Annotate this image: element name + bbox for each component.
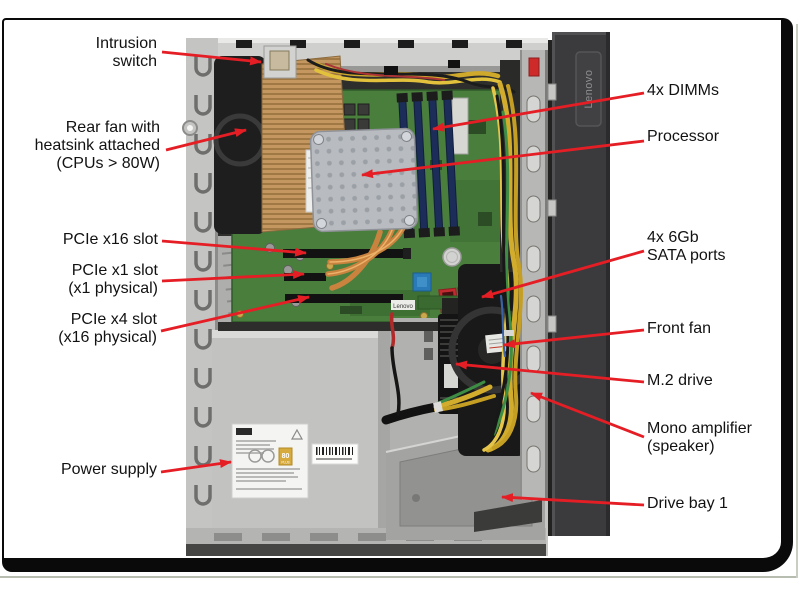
panel-clip [547,199,557,217]
callout-pcie-x1-slot: PCIe x1 slot (x1 physical) [8,262,158,298]
callout-dimms: 4x DIMMs [647,82,797,100]
power-supply-component: 80 PLUS [212,330,392,542]
callout-pcie-x16-slot: PCIe x16 slot [8,231,158,249]
arrow-pcie-x16 [161,239,307,257]
mobo-psu-shadow [218,322,518,331]
callout-rear-fan: Rear fan with heatsink attached (CPUs > … [10,119,160,173]
callout-line: PCIe x4 slot [70,311,157,328]
chassis-photo: Lenovo [182,32,610,556]
arrow-dimms [432,91,645,132]
panel-gap [548,40,554,536]
arrow-front-fan [503,328,645,349]
chassis-front-rail [520,50,548,500]
callout-line: Drive bay 1 [647,495,728,512]
callout-line: (CPUs > 80W) [56,155,160,172]
arrow-power-supply [160,459,232,474]
side-panel-logo-badge: Lenovo [575,51,602,127]
psu-80plus-badge: 80 PLUS [278,447,293,466]
callout-intrusion-switch: Intrusion switch [7,35,157,71]
callout-line: PCIe x16 slot [62,231,158,248]
pcie-x16-slot-component [283,249,405,258]
svg-text:80: 80 [282,453,290,460]
cables [306,58,523,453]
callout-line: SATA ports [647,247,726,264]
arrow-sata-ports [481,249,645,299]
callout-line: 4x 6Gb [647,229,699,246]
callout-line: M.2 drive [647,372,713,389]
callout-processor: Processor [647,128,797,146]
pcie-slots [283,248,411,303]
callout-drive-bay-1: Drive bay 1 [647,495,797,513]
callout-pcie-x4-slot: PCIe x4 slot (x16 physical) [7,311,157,347]
motherboard-logo-label [391,300,415,310]
callout-line: Mono amplifier [647,420,752,437]
outer-shadow-line-bottom [0,576,798,578]
callout-line: Intrusion [95,35,157,52]
callout-line: (x16 physical) [58,329,157,346]
arrow-drive-bay-1 [501,493,645,507]
callout-front-fan: Front fan [647,320,797,338]
outer-shadow-line-right [796,24,798,578]
cmos-battery [442,247,462,267]
callout-power-supply: Power supply [7,461,157,479]
arrow-m2-drive [455,360,645,384]
arrow-mono-amplifier [530,391,645,439]
callout-line: switch [112,53,157,70]
callout-line: Power supply [60,461,157,478]
callout-m2-drive: M.2 drive [647,372,797,390]
callout-sata-ports: 4x 6Gb SATA ports [647,229,797,265]
arrow-pcie-x4 [160,295,310,333]
callout-line: 4x DIMMs [647,82,719,99]
callout-line: Front fan [647,320,712,337]
processor-heatsink-component [309,127,419,233]
callout-line: PCIe x1 slot [71,262,158,279]
svg-text:Lenovo: Lenovo [393,304,413,310]
pcie-x4-slot-component [285,294,403,303]
callout-arrows [160,50,645,507]
side-panel: Lenovo [547,32,610,536]
arrow-processor [361,139,645,179]
callout-line: Processor [647,128,720,145]
callout-line: (x1 physical) [68,280,158,297]
callout-line: (speaker) [647,438,715,455]
callout-line: Rear fan with [65,119,160,136]
panel-clip [547,83,557,101]
arrow-pcie-x1 [161,270,305,283]
pcie-x1-slot-component [284,273,326,281]
arrow-rear-fan [165,128,247,152]
psu-barcode-sticker [311,443,359,465]
svg-text:PLUS: PLUS [281,461,289,465]
callout-mono-amplifier: Mono amplifier (speaker) [647,420,797,456]
panel-clip [547,315,557,333]
front-rail-red-clip [528,57,540,77]
svg-text:Lenovo: Lenovo [583,69,595,108]
intrusion-switch-component [263,45,297,79]
callout-line: heatsink attached [34,137,160,154]
arrow-intrusion-switch [161,50,262,66]
